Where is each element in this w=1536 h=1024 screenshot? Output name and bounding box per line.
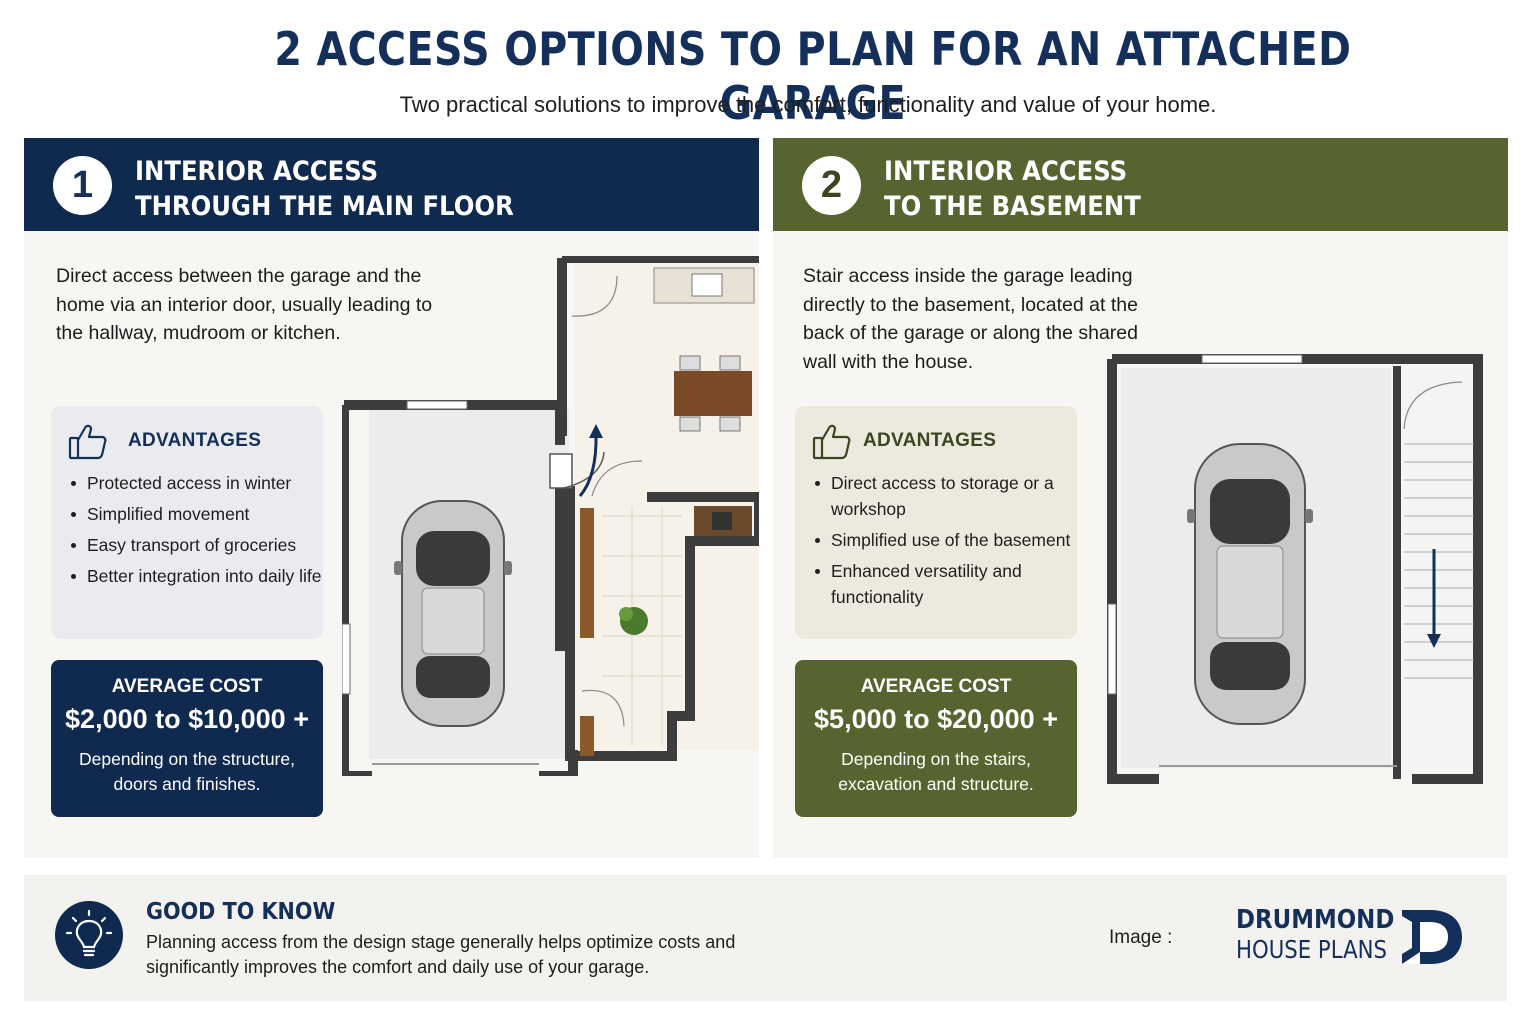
list-item: Enhanced versatility and functionality [815,558,1077,610]
thumbs-up-icon [812,424,851,460]
car-icon [394,500,512,727]
option-1-description: Direct access between the garage and the… [56,265,433,344]
good-to-know-title: GOOD TO KNOW [146,899,336,925]
option-1-advantages-box: ADVANTAGES Protected access in winter Si… [51,406,323,639]
option-1-floor-plan [342,256,759,776]
logo-line1: DRUMMOND [1236,905,1395,935]
option-1-panel: 1 INTERIOR ACCESS THROUGH THE MAIN FLOOR… [24,138,759,858]
lightbulb-icon [55,901,123,969]
logo-line2: HOUSE PLANS [1236,935,1387,964]
option-1-cost-note: Depending on the structure, doors and fi… [79,749,295,794]
option-2-advantages-title: ADVANTAGES [863,430,997,451]
page-title: 2 ACCESS OPTIONS TO PLAN FOR AN ATTACHED… [274,22,1352,130]
option-2-panel: 2 INTERIOR ACCESS TO THE BASEMENT Stair … [773,138,1508,858]
option-1-title: INTERIOR ACCESS THROUGH THE MAIN FLOOR [135,154,514,224]
option-1-title-line1: INTERIOR ACCESS [135,156,379,187]
option-2-number: 2 [802,156,861,215]
option-1-cost-box: AVERAGE COST $2,000 to $10,000 + Dependi… [51,660,323,817]
option-1-header: 1 INTERIOR ACCESS THROUGH THE MAIN FLOOR [24,138,759,231]
list-item: Simplified use of the basement [815,527,1077,553]
option-1-advantages-title: ADVANTAGES [128,430,262,451]
list-item: Simplified movement [71,501,321,527]
option-1-title-line2: THROUGH THE MAIN FLOOR [135,191,514,222]
thumbs-up-icon [68,424,107,460]
option-2-floor-plan [1107,354,1483,784]
option-2-cost-label: AVERAGE COST [860,676,1012,697]
list-item: Easy transport of groceries [71,532,321,558]
option-2-advantages-list: Direct access to storage or a workshop S… [815,470,1077,615]
drummond-logo-icon [1402,910,1462,964]
option-1-number: 1 [53,156,112,215]
image-credit-label: Image : [1109,927,1173,948]
option-2-title-line2: TO THE BASEMENT [884,191,1141,222]
option-2-cost-note: Depending on the stairs, excavation and … [838,749,1034,794]
good-to-know-text: Planning access from the design stage ge… [146,932,736,977]
good-to-know-footer: GOOD TO KNOW Planning access from the de… [24,875,1507,1001]
option-1-cost-label: AVERAGE COST [111,676,263,697]
car-icon [1187,443,1313,725]
option-2-header: 2 INTERIOR ACCESS TO THE BASEMENT [773,138,1508,231]
option-1-cost-value: $2,000 to $10,000 + [65,704,309,734]
list-item: Better integration into daily life [71,563,321,589]
arrow-icon [578,433,598,497]
option-2-title: INTERIOR ACCESS TO THE BASEMENT [884,154,1141,224]
option-2-cost-value: $5,000 to $20,000 + [814,704,1058,734]
drummond-logo-text: DRUMMOND HOUSE PLANS [1236,905,1416,965]
option-1-advantages-list: Protected access in winter Simplified mo… [71,470,321,594]
option-2-advantages-box: ADVANTAGES Direct access to storage or a… [795,406,1077,639]
option-2-title-line1: INTERIOR ACCESS [884,156,1128,187]
option-2-cost-box: AVERAGE COST $5,000 to $20,000 + Dependi… [795,660,1077,817]
page-subtitle: Two practical solutions to improve the c… [399,92,1217,117]
list-item: Direct access to storage or a workshop [815,470,1077,522]
option-2-description: Stair access inside the garage leading d… [803,265,1138,373]
list-item: Protected access in winter [71,470,321,496]
